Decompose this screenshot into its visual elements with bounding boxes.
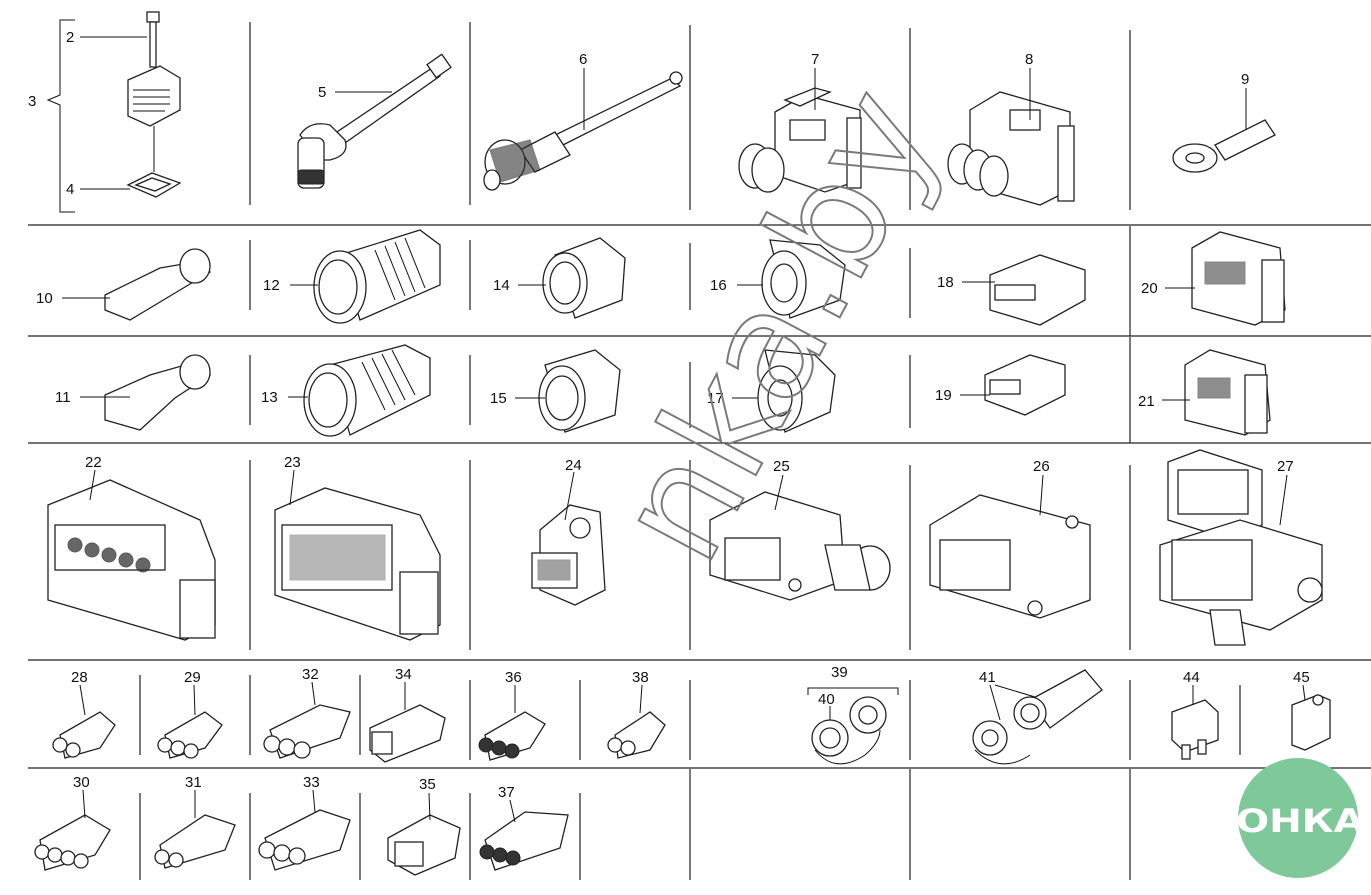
logo-text: АГРОНКА [1152,802,1364,840]
part-41-round-plug [972,669,1103,765]
part-17-round-connector [757,349,836,433]
part-9-ring-terminal [1172,119,1276,173]
part-38-connector [607,711,666,759]
part-27-heavy-connector-with-cover [1159,449,1323,646]
part-18-flat-connector [989,254,1086,326]
callout-2: 2 [66,29,74,46]
part-45-relay [1291,694,1331,751]
logo-circle [1238,758,1358,878]
part-37-connector [479,811,569,871]
callout-22: 22 [85,454,102,471]
part-10-flat-terminal [104,248,212,321]
part-6-straight-connector [483,71,683,191]
callout-39: 39 [831,664,848,681]
part-31-connector [154,814,236,869]
callout-25: 25 [773,458,790,475]
part-11-flat-terminal [104,354,212,431]
callout-15: 15 [490,390,507,407]
callout-29: 29 [184,669,201,686]
callout-4: 4 [66,181,74,198]
callout-10: 10 [36,290,53,307]
callout-36: 36 [505,669,522,686]
callout-26: 26 [1033,458,1050,475]
brand-logo: АГРОНКА [1152,758,1364,878]
callout-38: 38 [632,669,649,686]
part-28-connector [52,711,116,759]
part-22-multi-pin-housing [47,479,216,641]
part-21-housing [1184,349,1271,436]
callout-5: 5 [318,84,326,101]
part-25-heavy-connector [709,491,891,601]
callout-19: 19 [935,387,952,404]
callout-27: 27 [1277,458,1294,475]
callout-28: 28 [71,669,88,686]
callout-9: 9 [1241,71,1249,88]
part-40-caps [811,696,887,765]
part-36-connector [478,711,546,761]
callout-45: 45 [1293,669,1310,686]
callout-21: 21 [1138,393,1155,410]
part-44-fuse [1171,699,1219,760]
part-5-angled-sensor [297,53,452,189]
callout-24: 24 [565,457,582,474]
callout-7: 7 [811,51,819,68]
callout-41: 41 [979,669,996,686]
watermark-text: nka.by [583,62,973,588]
callout-16: 16 [710,277,727,294]
part-junction-box [126,11,182,198]
part-8-housing [947,91,1075,206]
callout-3: 3 [28,93,36,110]
callout-32: 32 [302,666,319,683]
callout-30: 30 [73,774,90,791]
part-32-connector [263,704,351,759]
part-30-connector [34,814,111,871]
part-19-flat-connector [984,354,1066,416]
callout-44: 44 [1183,669,1200,686]
callout-37: 37 [498,784,515,801]
part-7-housing [738,87,862,193]
callout-14: 14 [493,277,510,294]
callout-17: 17 [707,390,724,407]
part-20-housing [1191,231,1286,326]
callout-23: 23 [284,454,301,471]
part-24-compact-connector [531,504,606,606]
bracket-3 [46,19,75,213]
callout-6: 6 [579,51,587,68]
part-26-heavy-connector [929,494,1091,619]
part-23-multi-pin-housing [274,487,441,641]
callout-13: 13 [261,389,278,406]
callout-12: 12 [263,277,280,294]
callout-labels: 2 3 4 5 6 7 8 9 10 11 12 13 14 15 16 17 … [28,29,1310,801]
grid-lines [28,22,1371,880]
bracket-39 [807,687,899,695]
part-12-round-connector [313,229,441,324]
callout-31: 31 [185,774,202,791]
callout-33: 33 [303,774,320,791]
callout-20: 20 [1141,280,1158,297]
part-29-connector [157,711,223,759]
callout-8: 8 [1025,51,1033,68]
part-14-panel-connector [542,237,626,319]
callout-34: 34 [395,666,412,683]
callout-11: 11 [55,389,71,406]
callout-18: 18 [937,274,954,291]
callout-35: 35 [419,776,436,793]
callout-40: 40 [818,691,835,708]
part-13-round-connector [303,344,431,437]
part-35-connector [387,814,461,876]
part-34-connector [369,704,446,763]
part-33-connector [258,809,351,871]
part-16-round-connector [761,239,846,319]
part-15-panel-connector [538,349,621,433]
